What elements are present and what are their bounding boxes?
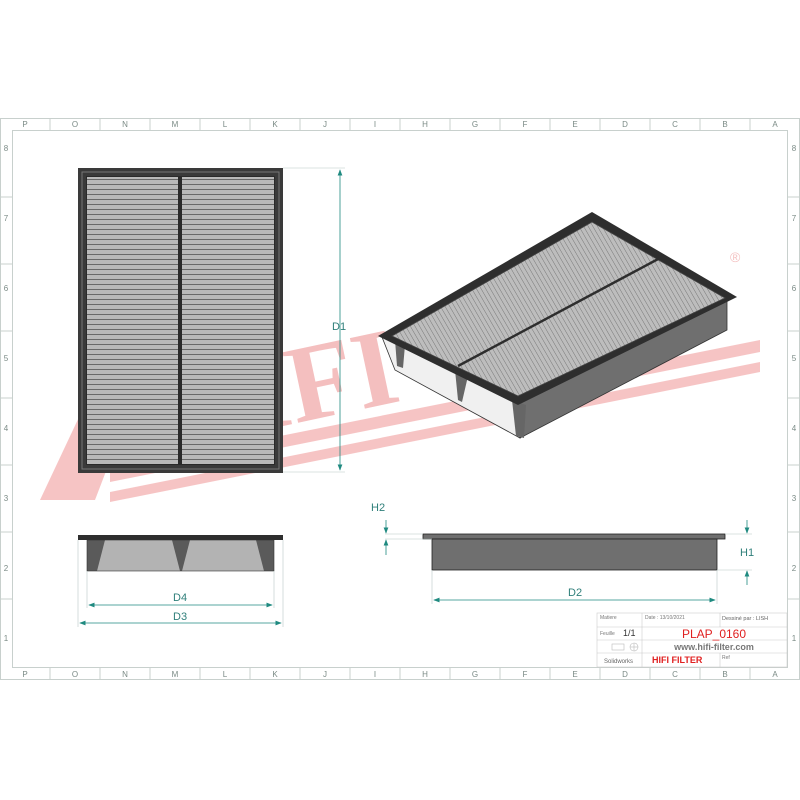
column-label: E bbox=[572, 120, 577, 129]
row-label: 8 bbox=[792, 144, 797, 153]
row-labels: 8 8 7 7 6 6 5 5 4 4 3 3 2 2 1 1 bbox=[0, 144, 800, 643]
column-label: F bbox=[523, 670, 528, 679]
row-label: 7 bbox=[792, 214, 797, 223]
software-label: Solidworks bbox=[604, 659, 633, 665]
isometric-view-filter bbox=[378, 212, 737, 439]
column-label: F bbox=[523, 120, 528, 129]
column-label: A bbox=[772, 120, 778, 129]
row-label: 3 bbox=[4, 494, 9, 503]
website: www.hifi-filter.com bbox=[673, 642, 754, 652]
top-view-filter bbox=[78, 168, 283, 473]
column-label: D bbox=[622, 120, 628, 129]
row-label: 1 bbox=[792, 634, 797, 643]
column-label: K bbox=[272, 120, 278, 129]
column-label: M bbox=[172, 120, 179, 129]
row-label: 4 bbox=[792, 424, 797, 433]
column-label: G bbox=[472, 670, 478, 679]
dimension-d2-label: D2 bbox=[568, 587, 582, 599]
column-label: L bbox=[223, 120, 228, 129]
row-label: 4 bbox=[4, 424, 9, 433]
column-label: A bbox=[772, 670, 778, 679]
column-label: L bbox=[223, 670, 228, 679]
column-label: B bbox=[722, 670, 727, 679]
row-label: 2 bbox=[4, 564, 9, 573]
title-block bbox=[596, 612, 788, 668]
column-label: K bbox=[272, 670, 278, 679]
column-label: H bbox=[422, 120, 428, 129]
ref-label: Ref bbox=[722, 655, 730, 661]
feuille-label: Feuille bbox=[600, 631, 615, 637]
column-ticks bbox=[49, 118, 751, 680]
column-label: J bbox=[323, 120, 327, 129]
row-label: 7 bbox=[4, 214, 9, 223]
row-label: 6 bbox=[792, 284, 797, 293]
column-label: C bbox=[672, 120, 678, 129]
column-label: P bbox=[22, 120, 27, 129]
column-label: D bbox=[622, 670, 628, 679]
row-label: 5 bbox=[4, 354, 9, 363]
drawn-by-label: Dessiné par : LISH bbox=[722, 616, 768, 622]
feuille-value: 1/1 bbox=[623, 628, 636, 638]
column-label: I bbox=[374, 670, 376, 679]
dimension-h2-label: H2 bbox=[371, 502, 385, 514]
column-label: C bbox=[672, 670, 678, 679]
dimension-d1-label: D1 bbox=[332, 321, 346, 333]
column-label: O bbox=[72, 120, 78, 129]
row-label: 8 bbox=[4, 144, 9, 153]
dimension-h1-label: H1 bbox=[740, 547, 754, 559]
column-label: N bbox=[122, 120, 128, 129]
column-label: J bbox=[323, 670, 327, 679]
column-label: B bbox=[722, 120, 727, 129]
column-label: I bbox=[374, 120, 376, 129]
brand-label: HIFI FILTER bbox=[652, 655, 703, 665]
column-label: H bbox=[422, 670, 428, 679]
matiere-label: Matiere bbox=[600, 615, 617, 621]
column-label: E bbox=[572, 670, 577, 679]
part-number: PLAP_0160 bbox=[682, 627, 746, 641]
dimension-d4-label: D4 bbox=[173, 592, 187, 604]
svg-text:®: ® bbox=[730, 249, 741, 265]
dimension-d3-label: D3 bbox=[173, 611, 187, 623]
front-view-filter bbox=[78, 535, 283, 572]
column-label: G bbox=[472, 120, 478, 129]
side-view-filter bbox=[422, 533, 726, 571]
projection-symbol-icon bbox=[611, 642, 639, 652]
column-label: M bbox=[172, 670, 179, 679]
date-label: Date : 13/10/2021 bbox=[645, 615, 685, 621]
row-label: 5 bbox=[792, 354, 797, 363]
inner-frame bbox=[12, 130, 788, 668]
row-label: 3 bbox=[792, 494, 797, 503]
column-label: O bbox=[72, 670, 78, 679]
row-label: 6 bbox=[4, 284, 9, 293]
column-label: P bbox=[22, 670, 27, 679]
row-label: 2 bbox=[792, 564, 797, 573]
row-label: 1 bbox=[4, 634, 9, 643]
column-label: N bbox=[122, 670, 128, 679]
